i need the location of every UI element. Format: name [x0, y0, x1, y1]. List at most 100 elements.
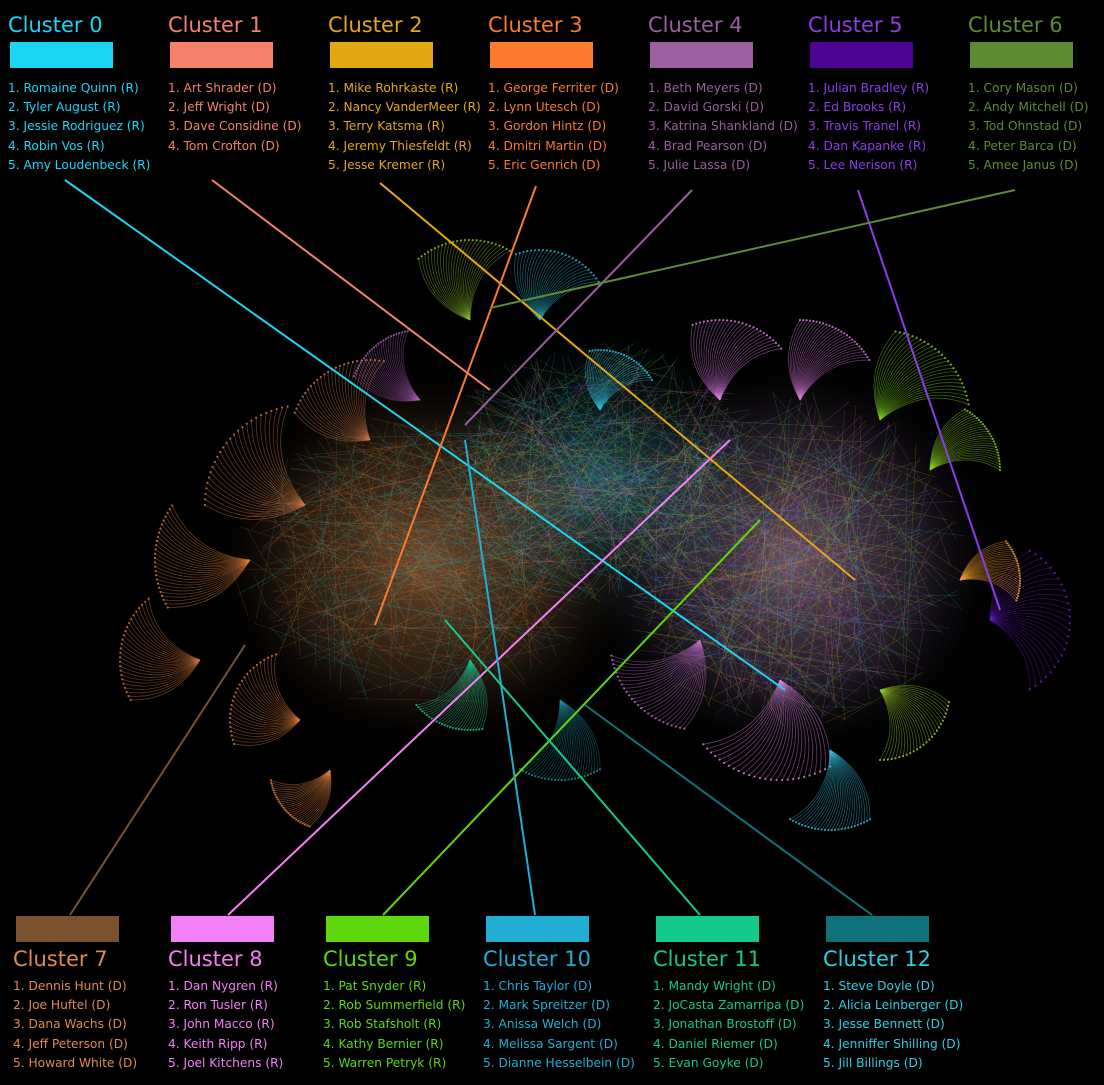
cluster-member: 4. Jeff Peterson (D)	[13, 1036, 128, 1051]
cluster-9: Cluster 9 1. Pat Snyder (R) 2. Rob Summerf…	[323, 916, 473, 1073]
cluster-color-swatch	[486, 916, 589, 942]
cluster-title: Cluster 5	[808, 13, 903, 37]
cluster-member-list: 1. Art Shrader (D)2. Jeff Wright (D)3. D…	[168, 79, 318, 156]
cluster-leader-lines	[64, 179, 1016, 916]
cluster-color-swatch	[330, 42, 433, 68]
cluster-color-swatch	[16, 916, 119, 942]
cluster-member: 5. Eric Genrich (D)	[488, 157, 601, 172]
leader-line-cluster-2	[379, 182, 856, 581]
cluster-member: 3. Dana Wachs (D)	[13, 1017, 127, 1032]
leader-line-cluster-6	[489, 189, 1016, 309]
cluster-member: 2. Jeff Wright (D)	[168, 100, 270, 115]
network-core	[200, 310, 1010, 770]
cluster-member: 2. Ed Brooks (R)	[808, 100, 907, 115]
cluster-member: 4. Melissa Sargent (D)	[483, 1036, 618, 1051]
cluster-member: 2. Alicia Leinberger (D)	[823, 998, 964, 1013]
cluster-5: Cluster 5 1. Julian Bradley (R)2. Ed Broo…	[808, 13, 958, 175]
cluster-title: Cluster 4	[648, 13, 743, 37]
cluster-member: 1. Beth Meyers (D)	[648, 81, 763, 95]
cluster-member-list: 1. Dennis Hunt (D)2. Joe Huftel (D)3. Da…	[13, 977, 163, 1073]
cluster-color-swatch	[826, 916, 929, 942]
cluster-member: 1. Steve Doyle (D)	[823, 979, 935, 993]
cluster-member-list: 1. Steve Doyle (D) 2. Alicia Leinberger (…	[823, 977, 973, 1073]
cluster-member: 2. Andy Mitchell (D)	[968, 100, 1089, 115]
leader-line-cluster-3	[374, 185, 537, 626]
cluster-member: 4. Kathy Bernier (R)	[323, 1036, 444, 1051]
cluster-member: 4. Brad Pearson (D)	[648, 138, 768, 153]
cluster-title: Cluster 12	[823, 947, 931, 971]
cluster-11: Cluster 11 1. Mandy Wright (D) 2. JoCasta …	[653, 916, 805, 1073]
cluster-12: Cluster 12 1. Steve Doyle (D) 2. Alicia Le…	[823, 916, 973, 1073]
cluster-member: 3. Jessie Rodriguez (R)	[8, 119, 145, 134]
cluster-member: 4. Jeremy Thiesfeldt (R)	[328, 138, 472, 153]
cluster-member: 5. Amee Janus (D)	[968, 157, 1079, 172]
cluster-member: 5. Dianne Hesselbein (D)	[483, 1055, 635, 1070]
cluster-member: 2. Ron Tusler (R)	[168, 998, 268, 1013]
cluster-color-swatch	[970, 42, 1073, 68]
cluster-4: Cluster 4 1. Beth Meyers (D)2. David Gors…	[648, 13, 798, 175]
cluster-member: 1. Dan Nygren (R)	[168, 979, 278, 993]
cluster-member: 2. Lynn Utesch (D)	[488, 100, 601, 115]
cluster-member: 3. John Macco (R)	[168, 1017, 275, 1032]
cluster-color-swatch	[170, 42, 273, 68]
cluster-member: 3. Rob Stafsholt (R)	[323, 1017, 442, 1032]
leader-line-cluster-11	[444, 619, 701, 916]
cluster-member: 5. Howard White (D)	[13, 1055, 138, 1070]
cluster-member: 1. Pat Snyder (R)	[323, 979, 427, 993]
cluster-member: 4. Dmitri Martin (D)	[488, 138, 607, 153]
cluster-member: 1. Cory Mason (D)	[968, 81, 1078, 95]
cluster-member: 2. JoCasta Zamarripa (D)	[653, 998, 805, 1013]
leader-line-cluster-8	[227, 439, 731, 916]
cluster-member-list: 1. Beth Meyers (D)2. David Gorski (D)3. …	[648, 79, 798, 175]
cluster-title: Cluster 0	[8, 13, 103, 37]
cluster-color-swatch	[810, 42, 913, 68]
cluster-member: 3. Dave Considine (D)	[168, 119, 302, 134]
cluster-0: Cluster 0 1. Romaine Quinn (R)2. Tyler Au…	[8, 13, 158, 175]
cluster-title: Cluster 2	[328, 13, 423, 37]
cluster-title: Cluster 9	[323, 947, 418, 971]
cluster-member: 5. Evan Goyke (D)	[653, 1055, 764, 1070]
cluster-member: 2. Rob Summerfield (R)	[323, 998, 466, 1013]
cluster-member: 2. Mark Spreitzer (D)	[483, 998, 610, 1013]
cluster-member-list: 1. Dan Nygren (R) 2. Ron Tusler (R) 3. Joh…	[168, 977, 318, 1073]
leader-line-cluster-5	[857, 189, 1001, 611]
cluster-member: 3. Anissa Welch (D)	[483, 1017, 602, 1032]
cluster-color-swatch	[171, 916, 274, 942]
cluster-member-list: 1. Chris Taylor (D)2. Mark Spreitzer (D)…	[483, 977, 635, 1073]
cluster-1: Cluster 1 1. Art Shrader (D)2. Jeff Wrigh…	[168, 13, 318, 156]
cluster-member: 2. Tyler August (R)	[8, 100, 121, 115]
cluster-member: 4. Jenniffer Shilling (D)	[823, 1036, 961, 1051]
cluster-member-list: 1. Romaine Quinn (R)2. Tyler August (R)3…	[8, 79, 158, 175]
cluster-member: 4. Daniel Riemer (D)	[653, 1036, 778, 1051]
leader-line-cluster-1	[211, 179, 491, 391]
cluster-title: Cluster 3	[488, 13, 583, 37]
cluster-member-list: 1. Cory Mason (D)2. Andy Mitchell (D)3. …	[968, 79, 1104, 175]
cluster-title: Cluster 8	[168, 947, 263, 971]
cluster-member: 1. George Ferriter (D)	[488, 81, 619, 95]
cluster-member-list: 1. Mandy Wright (D) 2. JoCasta Zamarripa …	[653, 977, 805, 1073]
cluster-3: Cluster 3 1. George Ferriter (D) 2. Lynn U…	[488, 13, 638, 175]
cluster-8: Cluster 8 1. Dan Nygren (R) 2. Ron Tusler …	[168, 916, 318, 1073]
leader-line-cluster-12	[584, 704, 873, 916]
cluster-member-list: 1. Pat Snyder (R) 2. Rob Summerfield (R) 3…	[323, 977, 473, 1073]
cluster-member-list: 1. George Ferriter (D) 2. Lynn Utesch (D)…	[488, 79, 638, 175]
cluster-member: 4. Tom Crofton (D)	[168, 138, 280, 153]
cluster-title: Cluster 1	[168, 13, 263, 37]
cluster-color-swatch	[10, 42, 113, 68]
cluster-member-list: 1. Julian Bradley (R)2. Ed Brooks (R)3. …	[808, 79, 958, 175]
cluster-member: 5. Jill Billings (D)	[823, 1055, 923, 1070]
cluster-title: Cluster 11	[653, 947, 761, 971]
cluster-title: Cluster 10	[483, 947, 591, 971]
cluster-color-swatch	[326, 916, 429, 942]
cluster-color-swatch	[490, 42, 593, 68]
cluster-member: 1. Mandy Wright (D)	[653, 979, 776, 993]
cluster-member: 3. Terry Katsma (R)	[328, 119, 445, 134]
cluster-member: 1. Mike Rohrkaste (R)	[328, 81, 459, 95]
cluster-member: 5. Amy Loudenbeck (R)	[8, 157, 151, 172]
cluster-member: 1. Dennis Hunt (D)	[13, 979, 127, 993]
cluster-color-swatch	[650, 42, 753, 68]
leader-line-cluster-0	[64, 179, 786, 691]
cluster-member: 5. Jesse Kremer (R)	[328, 157, 446, 172]
